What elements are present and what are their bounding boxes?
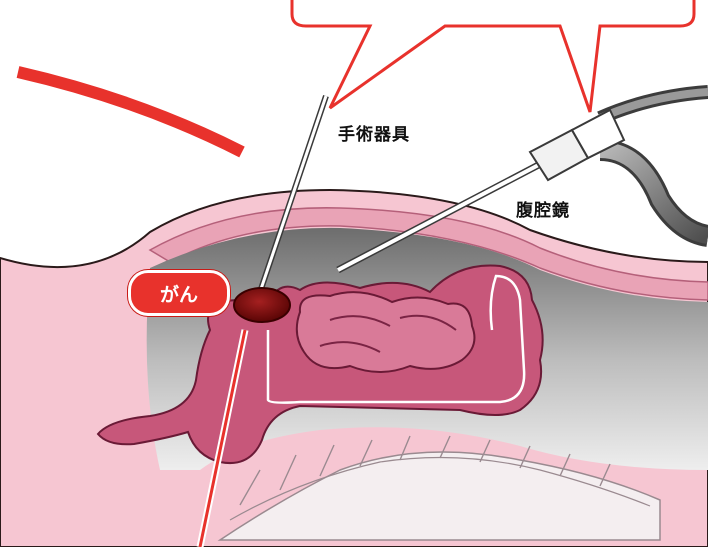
red-arc-decoration bbox=[18, 72, 242, 152]
tumor bbox=[234, 288, 290, 322]
callout-bubble bbox=[292, 0, 694, 112]
small-intestine bbox=[297, 292, 475, 372]
label-surgical-instrument: 手術器具 bbox=[338, 120, 410, 145]
cancer-badge: がん bbox=[128, 270, 230, 316]
label-laparoscope: 腹腔鏡 bbox=[516, 196, 570, 221]
